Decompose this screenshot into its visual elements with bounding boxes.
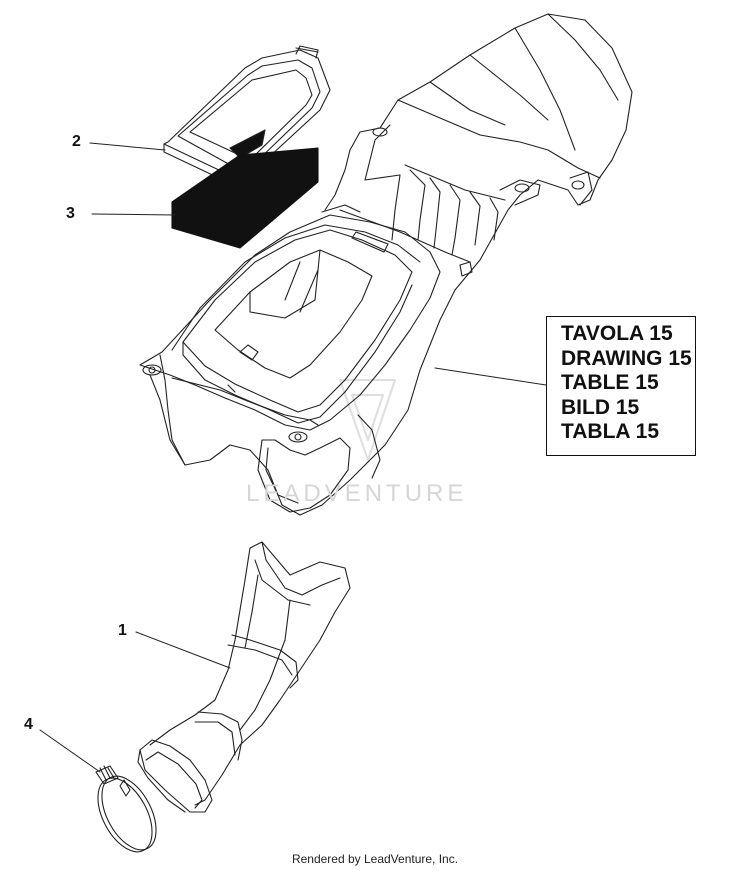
- table-label-line: DRAWING 15: [561, 346, 692, 370]
- callout-3: 3: [66, 205, 75, 222]
- callout-4: 4: [24, 716, 33, 733]
- intake-duct: [137, 541, 351, 813]
- watermark-text: LEADVENTURE: [246, 480, 468, 507]
- table-label-line: BILD 15: [561, 395, 640, 419]
- filter-frame: [163, 45, 331, 189]
- leader-line-3: [91, 213, 176, 216]
- foam-filter: [171, 147, 319, 249]
- callout-2: 2: [72, 133, 81, 150]
- table-label-line: TABLA 15: [561, 420, 660, 443]
- leader-lines: [39, 142, 547, 773]
- table-label-line: TABLE 15: [561, 371, 659, 394]
- table-label-line: TAVOLA 15: [561, 322, 673, 345]
- callout-1: 1: [118, 622, 127, 639]
- watermark-emblem: [339, 379, 396, 461]
- airbox-base: [139, 214, 441, 466]
- hose-clamp: [95, 765, 157, 853]
- leader-line-table: [434, 367, 547, 386]
- leader-line-1: [135, 631, 231, 669]
- leader-line-2: [89, 142, 166, 151]
- airbox-cover: [149, 13, 633, 516]
- table-label-box: TAVOLA 15 DRAWING 15 TABLE 15 BILD 15 TA…: [546, 316, 696, 456]
- leader-line-4: [39, 729, 101, 773]
- footer-text: Rendered by LeadVenture, Inc.: [291, 852, 459, 866]
